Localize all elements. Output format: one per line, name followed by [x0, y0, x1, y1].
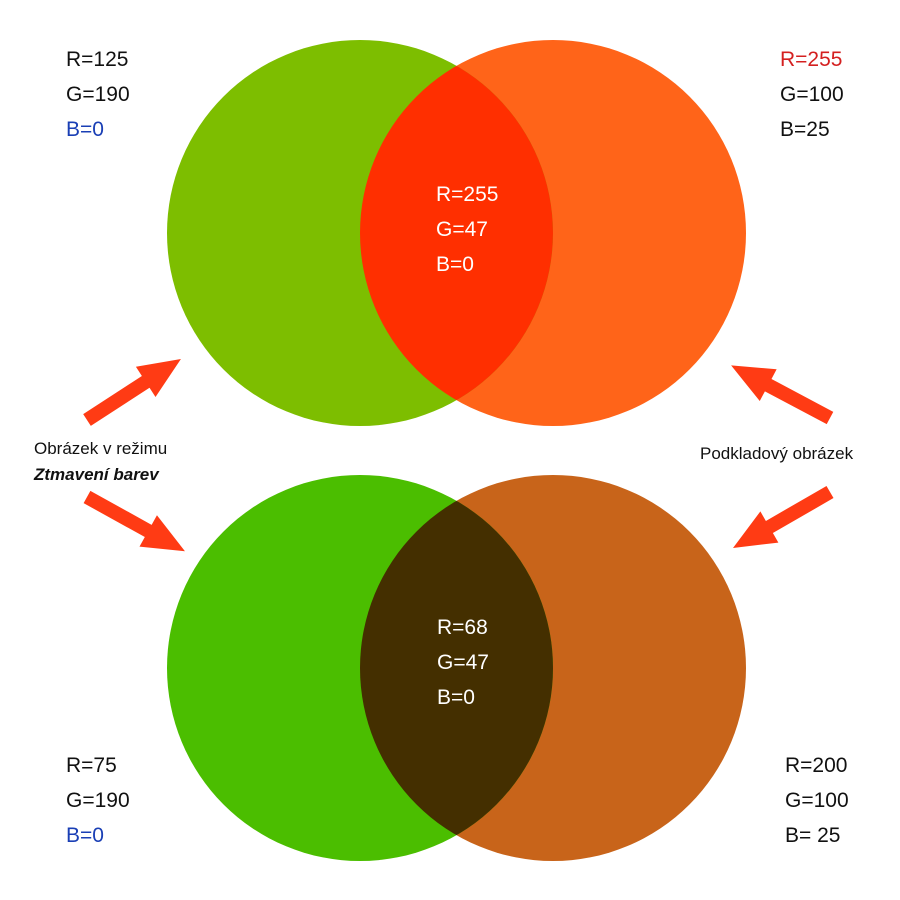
- top-overlap-values: R=255 G=47 B=0: [436, 177, 498, 282]
- bottom-right-r: R=200: [785, 754, 848, 777]
- bottom-left-g: G=190: [66, 789, 130, 812]
- bottom-right-g: G=100: [785, 789, 849, 812]
- arrow-left-up: [83, 359, 181, 426]
- top-overlap-r: R=255: [436, 183, 499, 206]
- top-overlap-g: G=47: [436, 218, 488, 241]
- bottom-right-values: R=200 G=100 B= 25: [785, 748, 849, 853]
- top-overlap-region: [360, 40, 553, 426]
- top-right-g: G=100: [780, 83, 844, 106]
- top-left-values: R=125 G=190 B=0: [66, 42, 130, 147]
- top-overlap-b: B=0: [436, 253, 474, 276]
- blend-caption-line1: Obrázek v režimu: [34, 439, 168, 458]
- bottom-overlap-r: R=68: [437, 616, 488, 639]
- top-right-values: R=255 G=100 B=25: [780, 42, 844, 147]
- base-caption: Podkladový obrázek: [700, 441, 853, 467]
- top-left-g: G=190: [66, 83, 130, 106]
- blend-caption-line2: Ztmavení barev: [34, 465, 159, 484]
- bottom-overlap-values: R=68 G=47 B=0: [437, 610, 489, 715]
- bottom-overlap-region: [360, 475, 553, 861]
- top-left-r: R=125: [66, 48, 129, 71]
- top-right-b: B=25: [780, 118, 830, 141]
- bottom-overlap-g: G=47: [437, 651, 489, 674]
- bottom-right-b: B= 25: [785, 824, 841, 847]
- arrow-right-up: [731, 365, 834, 425]
- bottom-left-b: B=0: [66, 824, 104, 847]
- bottom-left-values: R=75 G=190 B=0: [66, 748, 130, 853]
- bottom-left-r: R=75: [66, 754, 117, 777]
- bottom-overlap-b: B=0: [437, 686, 475, 709]
- base-caption-text: Podkladový obrázek: [700, 444, 854, 463]
- top-right-r: R=255: [780, 48, 843, 71]
- top-left-b: B=0: [66, 118, 104, 141]
- blend-caption: Obrázek v režimu Ztmavení barev: [34, 436, 167, 488]
- arrow-right-down: [733, 485, 834, 548]
- arrow-left-down: [83, 490, 185, 552]
